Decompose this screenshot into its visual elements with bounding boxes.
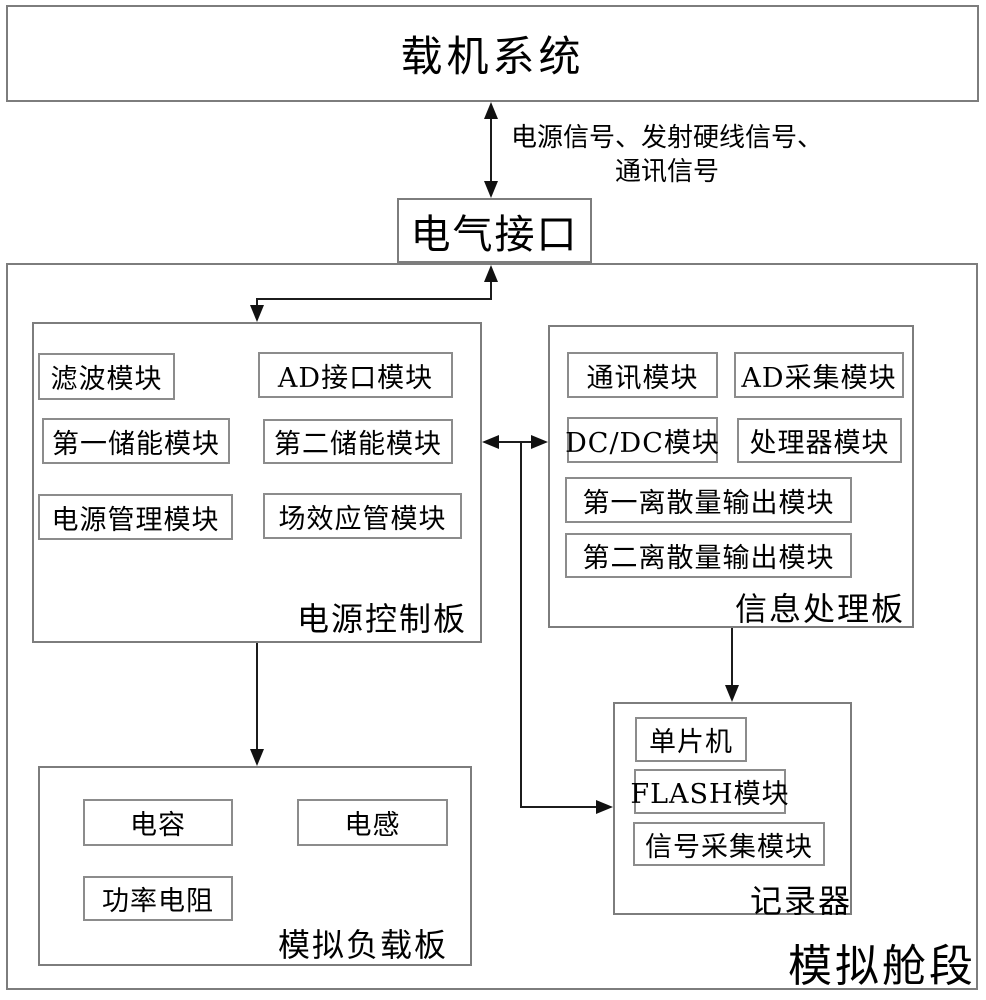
cabin-box [6, 263, 978, 990]
simulated-load-board-box [38, 766, 472, 966]
module-signal-acquisition: 信号采集模块 [633, 822, 825, 866]
arrow-right-to-info-board-icon [531, 435, 548, 449]
module-filter: 滤波模块 [38, 353, 175, 400]
arrow-down-to-load-board-icon [250, 749, 264, 766]
module-fet: 场效应管模块 [263, 493, 462, 539]
simulated-load-board-label: 模拟负载板 [278, 926, 449, 964]
module-ad-acquisition: AD采集模块 [734, 352, 904, 398]
module-energy-storage-2: 第二储能模块 [263, 419, 453, 464]
module-flash: FLASH模块 [630, 769, 789, 814]
carrier-interface-line [490, 106, 492, 194]
signal-label-line2: 通讯信号 [614, 156, 719, 187]
module-discrete-output-2: 第二离散量输出模块 [565, 533, 852, 578]
power-control-board-box [32, 322, 482, 643]
module-mcu: 单片机 [635, 717, 747, 762]
tee-recorder-line-h [520, 806, 598, 808]
arrow-up-to-interface-icon [484, 265, 498, 282]
module-dcdc: DC/DC模块 [565, 417, 719, 463]
module-processor: 处理器模块 [737, 418, 902, 463]
cabin-label: 模拟舱段 [788, 941, 976, 992]
arrow-left-to-power-board-icon [482, 435, 499, 449]
module-capacitor: 电容 [83, 799, 233, 846]
module-ad-interface: AD接口模块 [258, 352, 453, 398]
info-processing-board-box [548, 325, 914, 628]
signal-label-line1: 电源信号、发射硬线信号、 [510, 123, 823, 153]
power-control-board-label: 电源控制板 [297, 600, 468, 638]
module-inductor: 电感 [297, 799, 448, 846]
info-recorder-line [731, 628, 733, 690]
module-communication: 通讯模块 [567, 352, 718, 398]
arrow-down-to-power-board-icon [250, 305, 264, 322]
interface-power-line-v1 [490, 280, 492, 300]
recorder-label: 记录器 [750, 882, 853, 920]
arrow-right-to-recorder-icon [596, 800, 613, 814]
electrical-interface-box: 电气接口 [397, 198, 592, 263]
arrow-down-to-interface-icon [484, 181, 498, 198]
module-power-resistor: 功率电阻 [83, 876, 233, 921]
carrier-system-label: 载机系统 [400, 32, 585, 81]
module-power-management: 电源管理模块 [38, 494, 233, 540]
arrow-up-to-carrier-icon [484, 102, 498, 119]
info-processing-board-label: 信息处理板 [735, 590, 906, 628]
module-energy-storage-1: 第一储能模块 [42, 418, 230, 464]
carrier-system-box: 载机系统 [6, 5, 979, 102]
tee-recorder-line-v [520, 442, 522, 808]
power-load-line [256, 643, 258, 753]
signal-label: 电源信号、发射硬线信号、 通讯信号 [502, 122, 832, 190]
arrow-down-to-recorder-icon [725, 685, 739, 702]
power-info-line [486, 441, 544, 443]
electrical-interface-label: 电气接口 [410, 211, 579, 258]
module-discrete-output-1: 第一离散量输出模块 [565, 477, 852, 523]
interface-power-line-v2 [256, 298, 258, 308]
interface-power-line-h [256, 298, 492, 300]
